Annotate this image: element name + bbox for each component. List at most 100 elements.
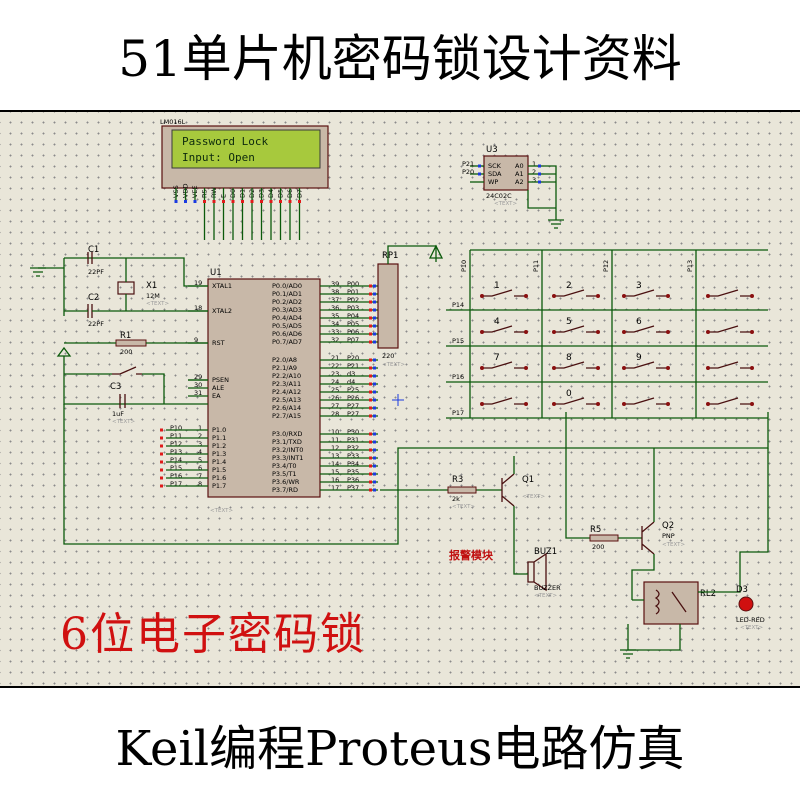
r1-ref-label: R1 [120, 331, 131, 341]
p0-pin-dot [369, 340, 372, 344]
p0-net-label: P05 [347, 320, 359, 328]
p1-pin-dot [160, 444, 163, 448]
p3-pin-name: P3.4/T0 [272, 462, 297, 470]
p0-net-label: P06 [347, 328, 359, 336]
mcu-left-pin-name: PSEN [212, 376, 229, 384]
p2-net-label: P26 [347, 394, 359, 402]
mcu-left-pin-number: 29 [194, 373, 202, 381]
lcd-pin-dot [279, 200, 282, 203]
u3-pin-dot [538, 164, 541, 168]
keypad-switch-dot [524, 366, 528, 370]
u3-body [483, 155, 529, 191]
p0-pin-name: P0.3/AD3 [272, 306, 302, 314]
r3-text-placeholder: <TEXT> [452, 504, 475, 510]
keypad-switch [706, 361, 754, 370]
p0-pin-name: P0.7/AD7 [272, 338, 302, 346]
p3-pin-dot [369, 440, 372, 444]
keypad-switch [706, 325, 754, 334]
led-value-label: LED-RED [736, 616, 765, 624]
keypad-key-label: 7 [494, 353, 500, 363]
keypad-switch: 1 [480, 281, 528, 298]
lcd-line-2: Input: Open [182, 151, 255, 164]
p0-pin-dot [369, 316, 372, 320]
u3-pin-dot [478, 164, 481, 168]
keypad-switch-dot [596, 294, 600, 298]
mcu-left-pin-name: ALE [212, 384, 224, 392]
keypad-switch [706, 397, 754, 406]
mcu-body [207, 278, 321, 498]
p2-pin-number: 22 [331, 362, 339, 370]
resistor-pack: RP1 220 <TEXT> [377, 244, 444, 368]
u3-pin-number: 1 [532, 160, 536, 168]
keypad-switch-dot [706, 402, 710, 406]
rp1-value-label: 220 [382, 352, 394, 360]
p0-net-label: P07 [347, 336, 359, 344]
p2-pin-dot [369, 398, 372, 402]
keypad-switch-dot [750, 294, 754, 298]
keypad-switch-contact [624, 397, 668, 405]
mcu-ref-label: U1 [210, 268, 222, 278]
u3-text-placeholder: <TEXT> [494, 201, 517, 207]
p1-pin-name: P1.2 [212, 442, 226, 450]
p3-pin-dot [373, 432, 376, 436]
buzzer-text-placeholder: <TEXT> [534, 593, 557, 599]
page-title: 51单片机密码锁设计资料 [118, 30, 682, 88]
keypad-switch-contact [708, 325, 752, 333]
p0-pin-number: 36 [331, 304, 339, 312]
reset-wires [63, 356, 208, 405]
p3-pin-dot [373, 488, 376, 492]
keypad-switch-dot [666, 366, 670, 370]
keypad-switch-contact [708, 289, 752, 297]
p1-pin-dot [160, 428, 163, 432]
p0-pin-dot [373, 284, 376, 288]
p0-pin-dot [373, 340, 376, 344]
p3-pin-name: P3.2/INT0 [272, 446, 303, 454]
p2-pin-dot [373, 358, 376, 362]
footer-title: Keil编程Proteus电路仿真 [115, 721, 685, 777]
footer-banner: Keil编程Proteus电路仿真 [0, 686, 800, 800]
p0-pin-number: 35 [331, 312, 339, 320]
lcd-module: LM016L <TEXT> Password Lock Input: Open … [160, 118, 329, 240]
p1-pin-number: 3 [198, 440, 202, 448]
keypad-switch [480, 397, 528, 406]
lcd-ref-label: LM016L [160, 118, 186, 126]
keypad-switch-dot [480, 402, 484, 406]
p1-net-label: P10 [170, 424, 182, 432]
keypad-key-label: 5 [566, 317, 572, 327]
p2-pin-dot [369, 414, 372, 418]
p2-pin-name: P2.1/A9 [272, 364, 297, 372]
p2-pin-dot [373, 390, 376, 394]
keypad-column-net: P12 [602, 260, 610, 272]
p1-net-label: P12 [170, 440, 182, 448]
u3-left-pin-name: SCK [488, 162, 502, 170]
rp1-vcc-wire [387, 245, 437, 264]
p1-pin-name: P1.4 [212, 458, 226, 466]
p2-pin-dot [369, 390, 372, 394]
p0-pin-dot [369, 324, 372, 328]
p3-pin-name: P3.0/RXD [272, 430, 302, 438]
p1-pin-name: P1.5 [212, 466, 226, 474]
p1-pin-number: 7 [198, 472, 202, 480]
keypad-switch-dot [750, 330, 754, 334]
p2-pin-dot [373, 398, 376, 402]
p3-pin-dot [369, 480, 372, 484]
schematic-diagram: LM016L <TEXT> Password Lock Input: Open … [30, 118, 769, 659]
p2-pin-dot [373, 406, 376, 410]
p2-pin-number: 26 [331, 394, 339, 402]
title-banner: 51单片机密码锁设计资料 [0, 0, 800, 112]
p3-pin-number: 13 [331, 452, 339, 460]
c1-ref-label: C1 [88, 245, 99, 255]
u3-part-label: 24C02C [486, 192, 512, 200]
u3-ground-symbol [548, 219, 564, 229]
p3-pin-dot [369, 432, 372, 436]
p1-pin-dot [160, 476, 163, 480]
p2-pin-dot [373, 414, 376, 418]
mcu-text-placeholder: <TEXT> [210, 508, 233, 514]
p1-pin-dot [160, 460, 163, 464]
reset-vcc-arrow [56, 346, 72, 357]
keypad-switch-dot [480, 330, 484, 334]
keypad-switch-dot [750, 366, 754, 370]
p3-pin-number: 17 [331, 484, 339, 492]
c2-value-label: 22PF [88, 320, 104, 328]
